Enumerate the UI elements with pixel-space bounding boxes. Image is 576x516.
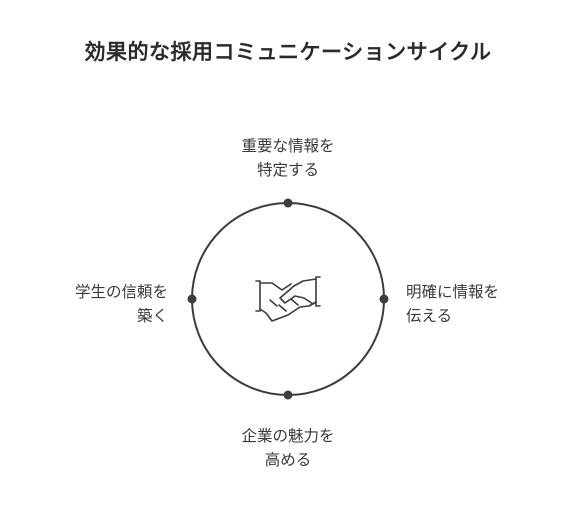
node-dot-top	[283, 198, 293, 208]
cycle-circle	[191, 202, 385, 396]
node-label-top-line1: 重要な情報を	[241, 137, 335, 155]
node-label-top: 重要な情報を 特定する	[188, 134, 388, 182]
handshake-icon	[255, 276, 321, 322]
diagram-title: 効果的な採用コミュニケーションサイクル	[84, 40, 492, 64]
node-dot-left	[187, 294, 197, 304]
node-dot-bottom	[283, 390, 293, 400]
node-label-right: 明確に情報を 伝える	[406, 280, 570, 328]
node-label-top-line2: 特定する	[256, 161, 319, 179]
node-dot-right	[379, 294, 389, 304]
node-label-left: 学生の信頼を 築く	[8, 280, 168, 328]
node-label-bottom-line1: 企業の魅力を	[241, 427, 335, 445]
node-label-right-line1: 明確に情報を	[406, 283, 500, 301]
node-label-right-line2: 伝える	[406, 307, 453, 325]
node-label-left-line1: 学生の信頼を	[74, 283, 168, 301]
node-label-bottom: 企業の魅力を 高める	[188, 424, 388, 472]
node-label-bottom-line2: 高める	[264, 451, 312, 469]
node-label-left-line2: 築く	[136, 307, 168, 325]
